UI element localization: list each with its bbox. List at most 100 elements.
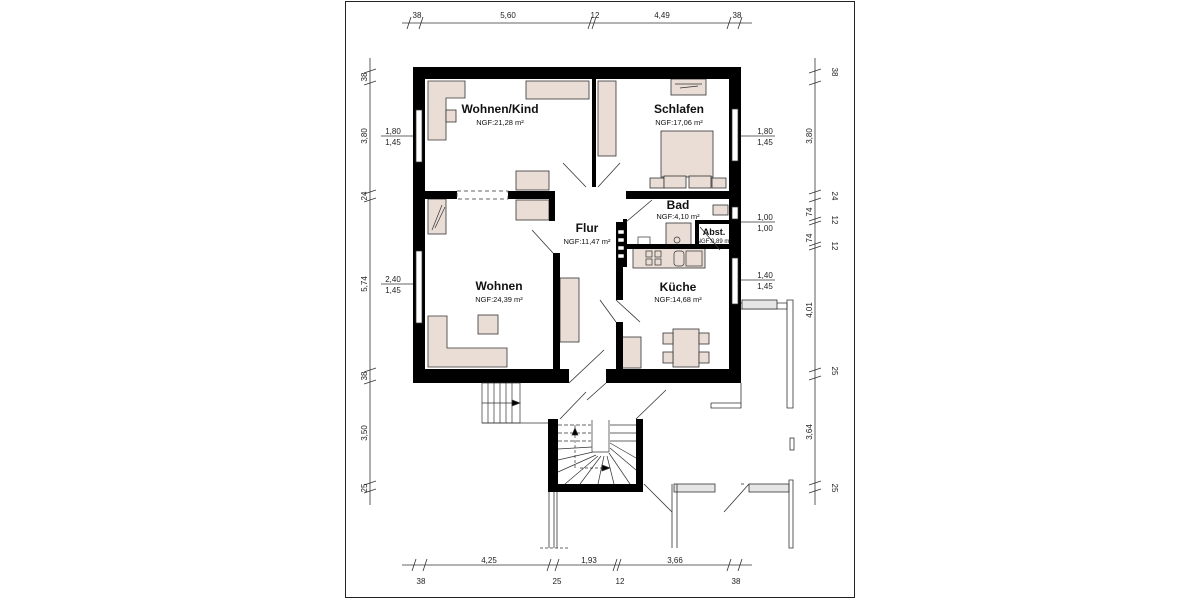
stove-burner <box>645 258 653 266</box>
shelf <box>525 80 590 100</box>
cabinet-lower <box>515 199 550 221</box>
room-name-wohnen: Wohnen <box>475 279 522 293</box>
wall-stair-right <box>636 419 643 492</box>
dim-bottom-2: 1,93 <box>581 556 597 565</box>
wall-stub <box>549 191 555 221</box>
room-name-wohnen-kind: Wohnen/Kind <box>461 102 538 116</box>
pillow-right <box>688 175 712 189</box>
wall-wk-schlafen <box>592 79 596 187</box>
stove-burner <box>654 258 662 266</box>
dim-left-4: 5,74 <box>360 276 369 292</box>
plant-stand <box>427 198 447 235</box>
dim-left-6: 3,50 <box>360 425 369 441</box>
wall-bad-bottom <box>627 244 729 249</box>
dim-top-2: 5,60 <box>500 11 516 20</box>
dim-right-3: 24 <box>830 192 839 201</box>
chair <box>662 332 674 345</box>
wall-wohnen-flur <box>553 253 560 369</box>
window-bad <box>731 206 739 220</box>
dim-top-5: 38 <box>733 11 742 20</box>
window-left-lower-width: 2,40 <box>385 275 401 284</box>
cabinet <box>515 170 550 191</box>
wall-bad-left <box>623 219 627 267</box>
room-area-flur: NGF:11,47 m² <box>564 237 611 246</box>
chair <box>662 351 674 364</box>
dim-left-1: 38 <box>360 72 369 81</box>
dim-left-3: 24 <box>360 191 369 200</box>
dim-bottom-7: 38 <box>732 577 741 586</box>
dim-bottom-5: 25 <box>553 577 562 586</box>
washbasin <box>637 236 651 246</box>
dim-right-10: 3,64 <box>805 424 814 440</box>
nightstand-left <box>649 177 665 189</box>
dim-right-4: 74 <box>805 207 814 216</box>
wall-stair-bottom <box>548 484 643 492</box>
dim-top-4: 4,49 <box>654 11 670 20</box>
wall-top <box>413 67 741 79</box>
shaft <box>617 229 625 259</box>
window-left-upper-height: 1,45 <box>385 138 401 147</box>
room-area-schlafen: NGF:17,06 m² <box>655 118 703 127</box>
shower <box>665 222 692 246</box>
dim-left-2: 3,80 <box>360 128 369 144</box>
room-name-bad: Bad <box>667 198 690 212</box>
window-left-lower <box>415 250 423 324</box>
wall-wk-wohnen-left <box>425 191 457 199</box>
sofa-l-shaped <box>427 315 508 368</box>
sink <box>673 250 685 267</box>
room-area-abst: NGF:0,89 m² <box>697 239 732 245</box>
dim-right-2: 3,80 <box>805 128 814 144</box>
furniture <box>427 78 729 369</box>
dim-right-6: 74 <box>805 233 814 242</box>
desk-l-shaped <box>427 80 466 141</box>
dim-right-1: 38 <box>830 68 839 77</box>
dining-table <box>672 328 700 368</box>
drainboard <box>685 250 703 267</box>
dim-right-9: 25 <box>830 367 839 376</box>
dim-right-labels: 38 3,80 24 74 12 74 12 4,01 25 3,64 25 <box>805 68 839 493</box>
wall-schlafen-bad <box>626 191 729 199</box>
room-area-bad: NGF:4,10 m² <box>656 212 700 221</box>
window-right-upper-height: 1,45 <box>757 138 773 147</box>
window-left-lower-height: 1,45 <box>385 286 401 295</box>
dim-bottom-4: 38 <box>417 577 426 586</box>
dim-left-7: 25 <box>360 483 369 492</box>
wall-abst-top <box>699 220 729 224</box>
room-area-wohnen: NGF:24,39 m² <box>475 295 523 304</box>
wall-flur-bad <box>616 222 623 300</box>
door-swings <box>531 162 721 420</box>
wall-bad-abst <box>695 220 699 248</box>
dim-right-11: 25 <box>830 484 839 493</box>
wardrobe <box>597 80 617 157</box>
wardrobe-hall <box>559 277 580 343</box>
wall-stair-left <box>548 419 558 492</box>
wall-bottom-left <box>413 369 569 383</box>
room-name-kueche: Küche <box>660 280 697 294</box>
dim-top-1: 38 <box>413 11 422 20</box>
dim-left-5: 38 <box>360 371 369 380</box>
window-right-upper <box>731 108 739 162</box>
room-area-kueche: NGF:14,68 m² <box>654 295 702 304</box>
dimension-lines <box>363 16 822 572</box>
window-left-upper-width: 1,80 <box>385 127 401 136</box>
stove-burner <box>654 250 662 258</box>
room-area-wohnen-kind: NGF:21,28 m² <box>476 118 524 127</box>
room-labels: Wohnen/Kind NGF:21,28 m² Schlafen NGF:17… <box>461 102 731 304</box>
shower-drain <box>673 236 681 244</box>
window-kitchen-width: 1,40 <box>757 271 773 280</box>
stove-burner <box>645 250 653 258</box>
wall-flur-kueche <box>616 322 623 372</box>
window-right-upper-width: 1,80 <box>757 127 773 136</box>
chair <box>698 332 710 345</box>
room-name-abst: Abst. <box>703 227 726 237</box>
dim-right-5: 12 <box>830 216 839 225</box>
window-left-upper <box>415 109 423 163</box>
plant-leaves <box>431 204 446 231</box>
dimension-labels: 38 5,60 12 4,49 38 4,25 1,93 3,66 38 25 … <box>360 11 839 586</box>
nightstand-right <box>711 177 727 189</box>
wall-bottom-right <box>606 369 741 383</box>
wall-wk-wohnen-right <box>508 191 554 199</box>
dim-bottom-1: 4,25 <box>481 556 497 565</box>
window-bad-height: 1,00 <box>757 224 773 233</box>
